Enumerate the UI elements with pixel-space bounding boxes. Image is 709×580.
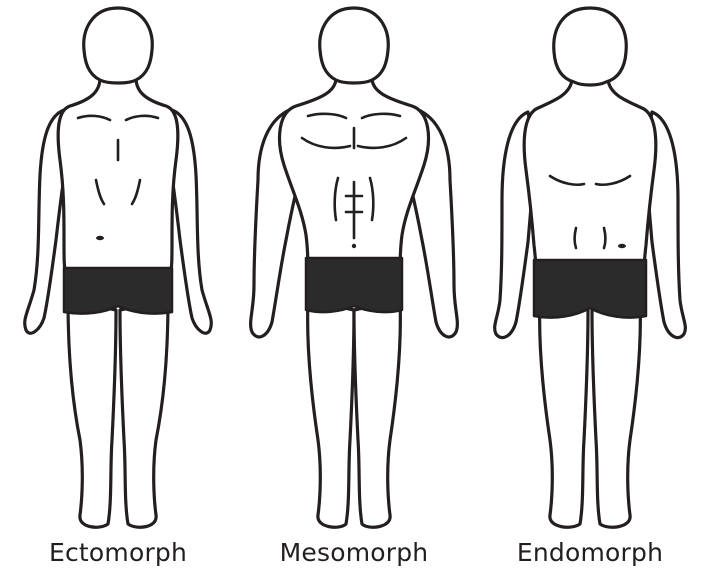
ectomorph-label: Ectomorph bbox=[0, 538, 236, 567]
mesomorph-head bbox=[320, 8, 388, 83]
mesomorph-left-leg bbox=[308, 300, 354, 527]
mesomorph-navel bbox=[352, 244, 356, 248]
mesomorph-label: Mesomorph bbox=[236, 538, 472, 567]
mesomorph-figure: Mesomorph bbox=[236, 0, 472, 580]
ectomorph-left-leg bbox=[68, 300, 116, 527]
endomorph-label: Endomorph bbox=[472, 538, 708, 567]
endomorph-illustration bbox=[472, 0, 708, 530]
ectomorph-shorts bbox=[64, 268, 172, 314]
mesomorph-right-leg bbox=[354, 300, 400, 527]
endomorph-navel bbox=[618, 244, 626, 248]
mesomorph-shorts bbox=[306, 258, 402, 312]
endomorph-belly-left bbox=[575, 228, 577, 248]
ectomorph-navel bbox=[96, 236, 104, 240]
endomorph-torso bbox=[524, 80, 656, 282]
ectomorph-torso bbox=[58, 78, 178, 280]
ectomorph-head bbox=[84, 8, 152, 83]
ectomorph-figure: Ectomorph bbox=[0, 0, 236, 580]
endomorph-shorts bbox=[534, 260, 646, 318]
endomorph-belly-right bbox=[604, 228, 606, 248]
endomorph-right-leg bbox=[592, 300, 640, 527]
ectomorph-right-leg bbox=[120, 300, 168, 527]
endomorph-figure: Endomorph bbox=[472, 0, 708, 580]
mesomorph-torso bbox=[280, 80, 429, 272]
endomorph-left-leg bbox=[540, 300, 588, 527]
endomorph-head bbox=[554, 8, 626, 85]
mesomorph-illustration bbox=[236, 0, 472, 530]
ectomorph-illustration bbox=[0, 0, 236, 530]
